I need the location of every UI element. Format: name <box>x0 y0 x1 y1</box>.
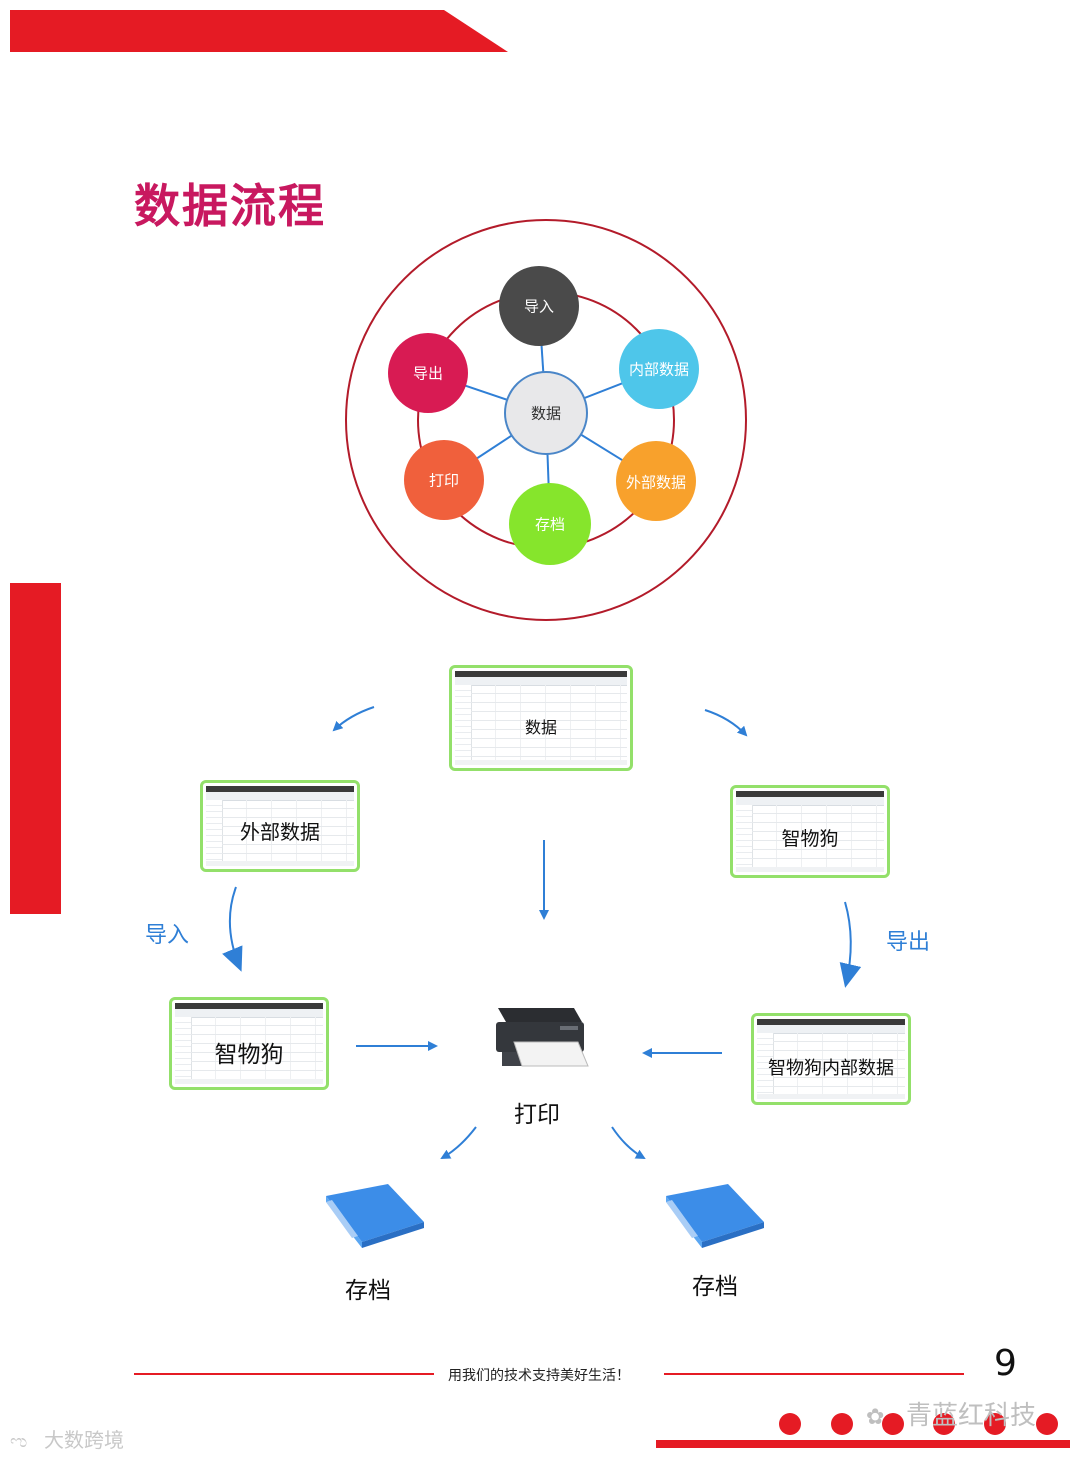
printer-label: 打印 <box>514 1102 560 1128</box>
watermark-left-icon: ಌ <box>10 1431 28 1452</box>
card-zhiwugou-right-label: 智物狗 <box>781 828 839 850</box>
footer-dot-6 <box>1036 1413 1058 1435</box>
left-red-bar <box>10 583 61 914</box>
footer-line-right <box>664 1373 964 1375</box>
arrow-export <box>839 901 862 988</box>
page-number: 9 <box>994 1343 1017 1384</box>
node-import-label: 导入 <box>524 298 554 316</box>
footer-slogan: 用我们的技术支持美好生活！ <box>448 1368 630 1384</box>
arrow-data-to-zhiwugou <box>704 709 748 737</box>
watermark-left-text: 大数跨境 <box>44 1428 124 1452</box>
arrow-printer-to-archive-right <box>611 1126 646 1159</box>
folder-icon-right <box>666 1184 764 1248</box>
node-print-label: 打印 <box>429 472 459 490</box>
node-archive-label: 存档 <box>535 516 565 534</box>
printer-icon <box>496 1008 589 1067</box>
footer-dot-5 <box>984 1413 1006 1435</box>
arrow-import <box>222 886 243 972</box>
card-data-label: 数据 <box>524 718 557 737</box>
card-zhiwugou-right: 智物狗 <box>730 785 890 878</box>
node-external-data <box>616 441 696 521</box>
card-data: 数据 <box>449 665 633 771</box>
node-export <box>388 333 468 413</box>
footer-dot-4 <box>933 1413 955 1435</box>
node-print <box>404 440 484 520</box>
edge-import-label: 导入 <box>145 923 190 948</box>
arrow-printer-to-archive-left <box>440 1126 477 1159</box>
card-zhiwugou-left: 智物狗 <box>169 997 329 1090</box>
hub-circle <box>504 371 588 455</box>
folder-icon-left <box>326 1184 424 1248</box>
watermark-left: ಌ 大数跨境 <box>10 1424 124 1453</box>
data-cycle-diagram: 数据 导入 内部数据 外部数据 存档 打印 导出 <box>345 219 747 621</box>
node-internal-data-label: 内部数据 <box>629 361 689 379</box>
card-zhiwugou-left-label: 智物狗 <box>214 1042 284 1068</box>
wechat-icon: ✿ <box>866 1405 885 1430</box>
node-internal-data <box>619 329 699 409</box>
outer-ring <box>345 219 747 621</box>
node-export-label: 导出 <box>413 365 443 383</box>
watermark-right: ✿ 青蓝红科技 <box>866 1395 1036 1432</box>
card-internal-data: 智物狗内部数据 <box>751 1013 911 1105</box>
footer-line-left <box>134 1373 434 1375</box>
node-import <box>499 266 579 346</box>
footer-dot-1 <box>779 1413 801 1435</box>
hub-label: 数据 <box>531 405 561 423</box>
footer-dot-2 <box>831 1413 853 1435</box>
card-external-data: 外部数据 <box>200 780 360 872</box>
node-external-data-label: 外部数据 <box>626 474 686 492</box>
card-internal-data-label: 智物狗内部数据 <box>768 1058 894 1079</box>
edge-export-label: 导出 <box>886 930 931 955</box>
footer-dot-3 <box>882 1413 904 1435</box>
watermark-right-text: 青蓝红科技 <box>906 1401 1037 1431</box>
top-red-banner <box>10 10 508 52</box>
node-archive <box>509 483 591 565</box>
archive-left-label: 存档 <box>345 1278 391 1304</box>
archive-right-label: 存档 <box>692 1274 738 1300</box>
page-title: 数据流程 <box>134 179 326 233</box>
arrow-data-to-external <box>332 706 375 732</box>
card-external-data-label: 外部数据 <box>240 820 320 844</box>
footer-red-bar <box>656 1440 1070 1448</box>
